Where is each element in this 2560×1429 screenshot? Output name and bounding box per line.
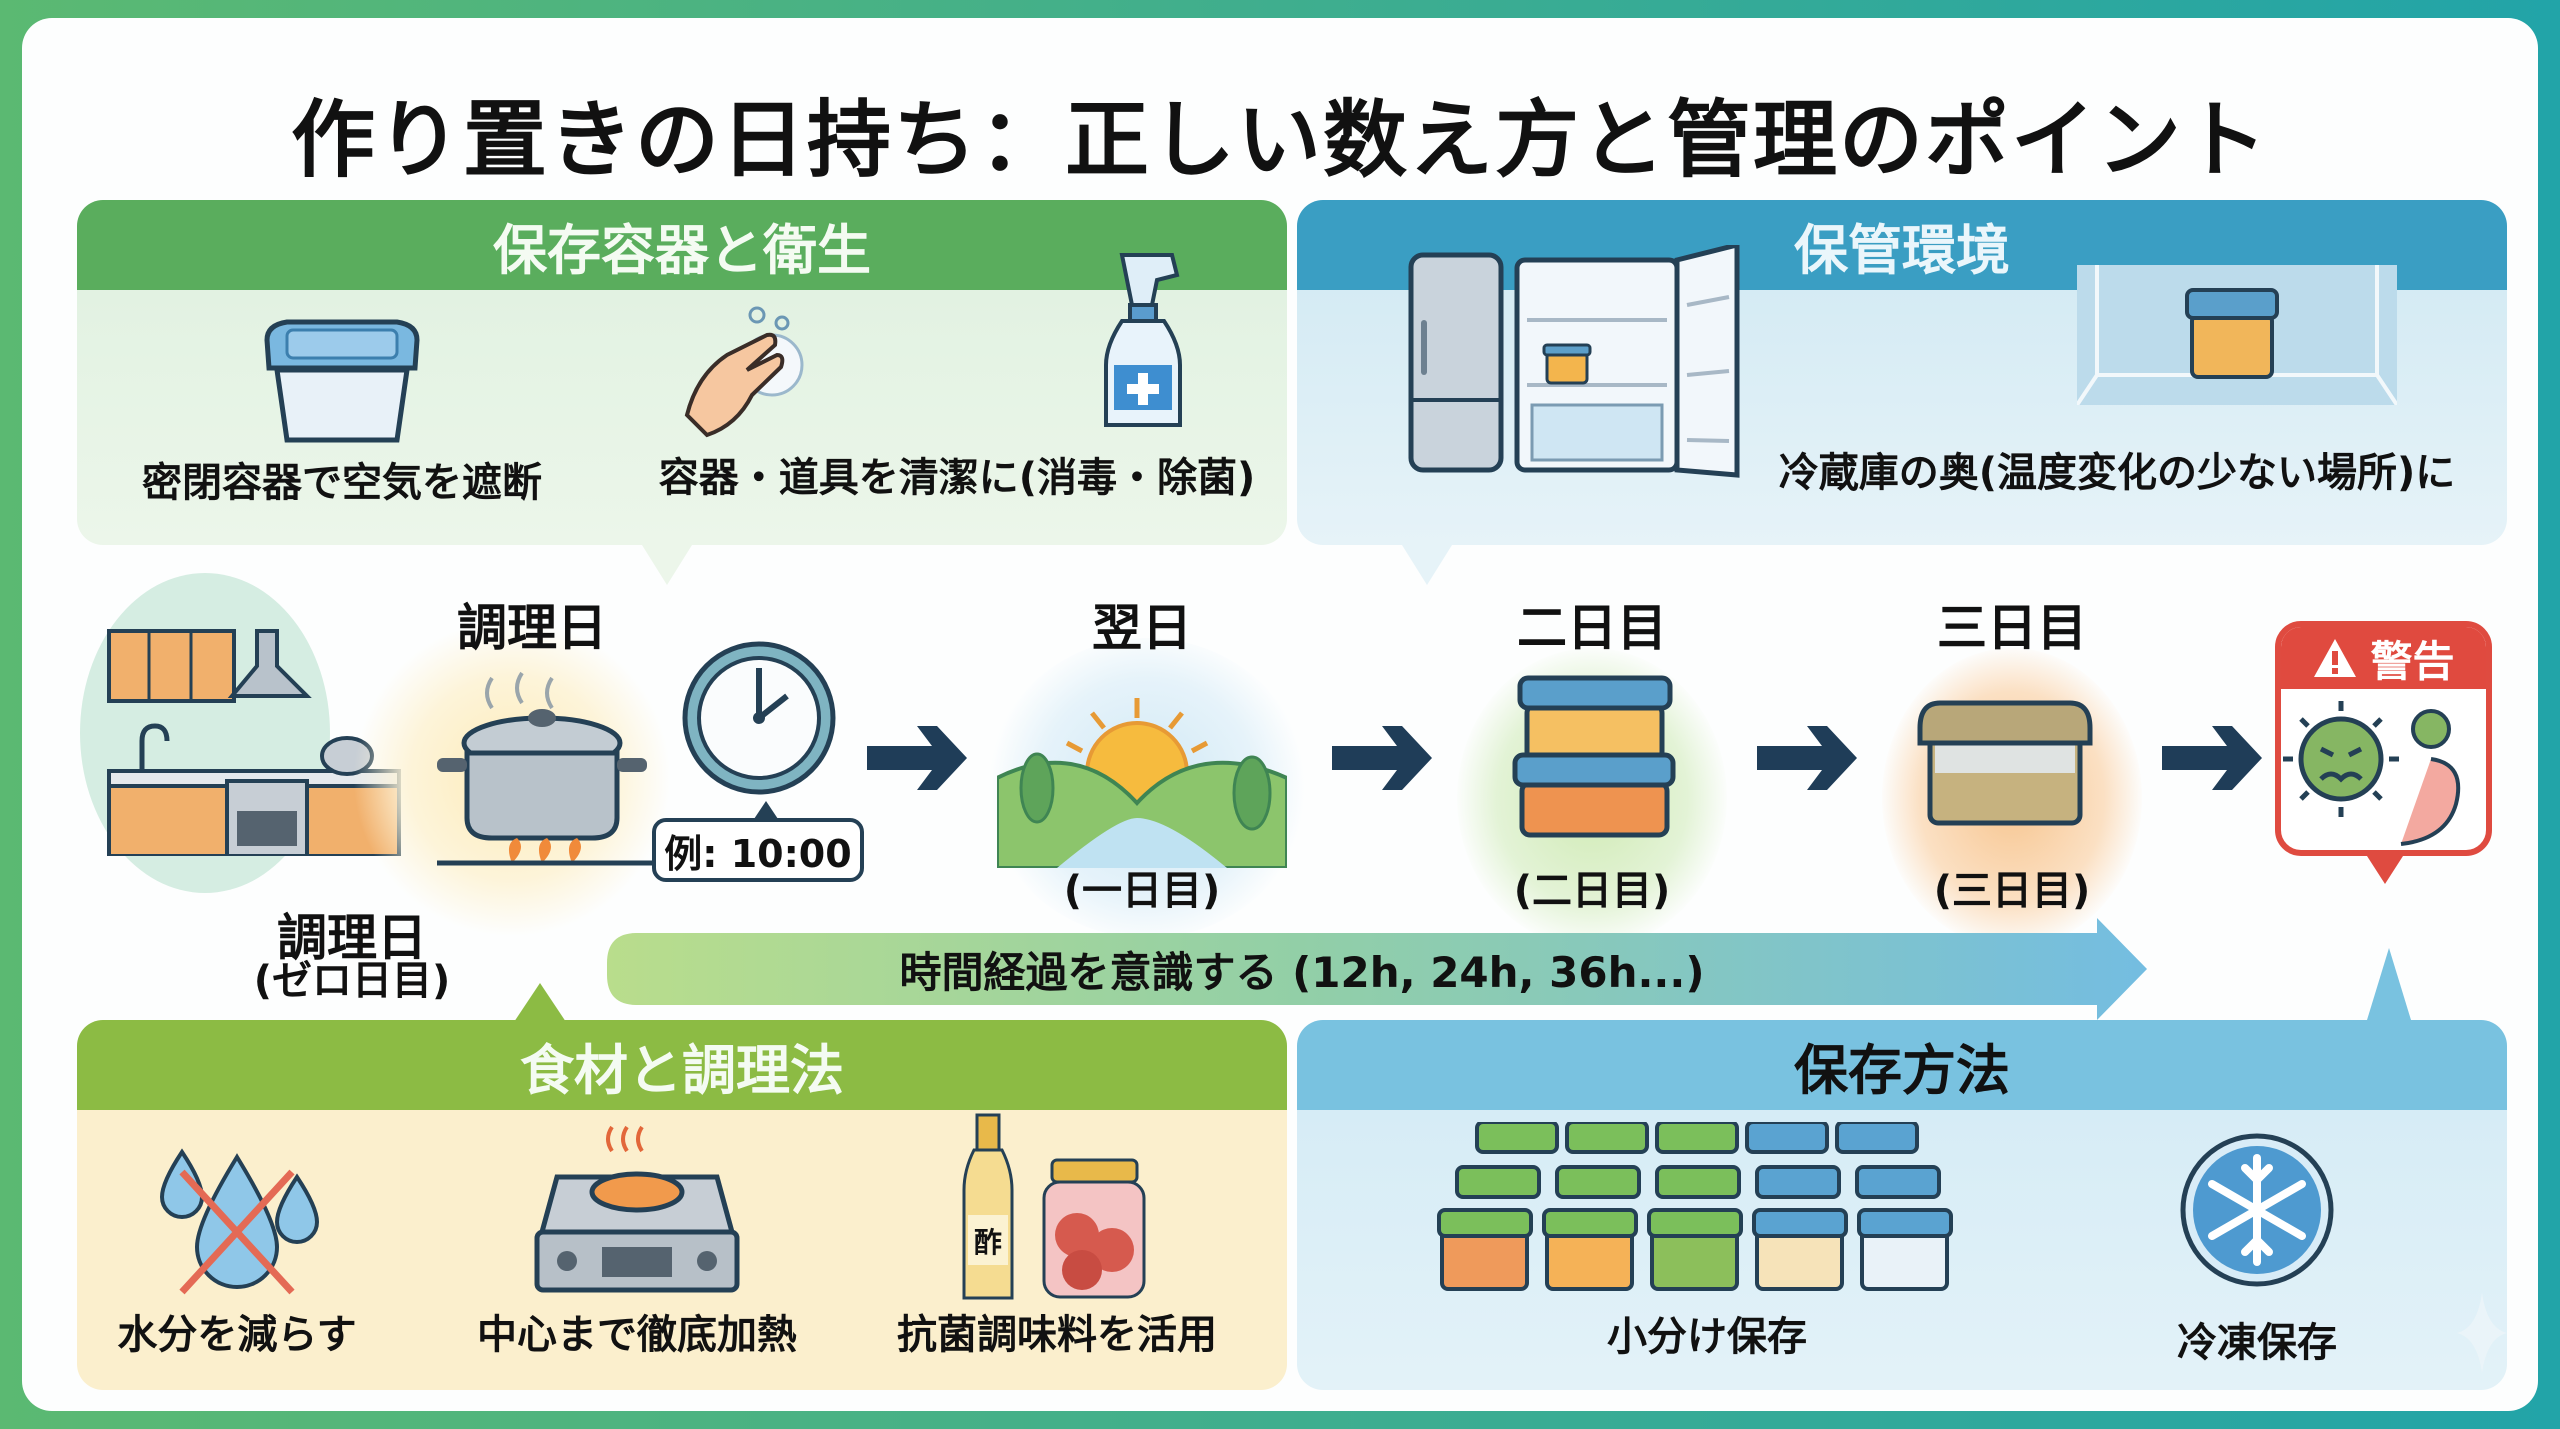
hygiene-pointer [642,545,692,585]
item-airtight-container: 密閉容器で空気を遮断 [127,310,557,508]
panel-hygiene: 保存容器と衛生 密閉容器で空気を遮断 容器・道具を清潔に(消毒 [77,200,1287,545]
panel-storage: 保存方法 小分け保存 [1297,1020,2507,1390]
item-fridge-back: 冷蔵庫の奥(温度変化の少ない場所)に [1757,440,2477,498]
container-in-fridge-back-icon [2077,265,2397,405]
arrow-right-icon [867,726,967,790]
stacked-containers-icon [1512,675,1676,838]
food-pointer [512,983,568,1025]
infographic-card: 作り置きの日持ち：正しい数え方と管理のポイント 保存容器と衛生 密閉容器で空気を… [22,18,2538,1411]
label-fridge-back: 冷蔵庫の奥(温度変化の少ない場所)に [1778,450,2456,496]
panel-food: 食材と調理法 水分を減らす [77,1020,1287,1390]
label-portioned: 小分け保存 [1607,1314,1807,1360]
day-label-cooking: 調理日 [457,599,607,657]
storage-pointer [2367,948,2411,1020]
time-badge-pointer [754,801,778,819]
item-clean-tools: 容器・道具を清潔に(消毒・除菌) [637,445,1277,503]
arrow-right-icon [2162,726,2262,790]
warning-triangle-icon [2314,639,2357,677]
label-antibacterial: 抗菌調味料を活用 [897,1312,1217,1358]
day-label-next: 翌日 [1092,599,1192,657]
panel-environment: 保管環境 [1297,200,2507,545]
page-title: 作り置きの日持ち：正しい数え方と管理のポイント [290,91,2269,189]
bacteria-icon [2283,701,2461,846]
item-antibacterial-seasoning: 酢 抗菌調味料を活用 [877,1110,1237,1360]
time-example-badge: 例: 10:00 [652,818,864,882]
warning-label: 警告 [2370,636,2455,686]
day-label-day2: 二日目 [1517,599,1667,657]
warning-box: 警告 [2275,621,2492,856]
label-freezing: 冷凍保存 [2177,1320,2337,1366]
kitchen-icon [107,629,401,856]
upset-stomach-icon [2400,757,2461,846]
day-sub-day2: (二日目) [1513,868,1671,914]
arrow-right-icon [1332,726,1432,790]
airtight-container-icon [264,319,420,443]
sparkle-icon [2457,1293,2507,1373]
time-progress-arrow: 時間経過を意識する (12h, 24h, 36h...) [607,918,2147,1023]
cooking-pot-icon [437,671,652,866]
refrigerator-icon [1408,245,1740,478]
kitchen-day-label: 調理日 [277,909,427,967]
item-freezing: 冷凍保存 [2117,1130,2397,1368]
environment-pointer [1402,545,1452,585]
sunrise-icon [997,698,1287,868]
snowflake-icon [2180,1133,2334,1287]
clock-icon [682,641,836,795]
panel-food-title: 食材と調理法 [77,1020,1287,1110]
time-progress-text: 時間経過を意識する (12h, 24h, 36h...) [899,947,1705,997]
panel-storage-title: 保存方法 [1297,1020,2507,1110]
no-water-icon [159,1148,320,1295]
arrow-right-icon [1757,726,1857,790]
item-hand-washing [677,295,817,445]
portioned-containers-icon [1437,1122,1953,1291]
spoiling-container-icon [1917,700,2093,826]
item-disinfectant [1077,235,1207,435]
item-portioned-storage: 小分け保存 [1427,1122,1987,1362]
label-heat-thoroughly: 中心まで徹底加熱 [477,1312,797,1358]
day-label-day3: 三日目 [1937,599,2087,657]
label-clean-tools: 容器・道具を清潔に(消毒・除菌) [658,455,1256,501]
warning-pointer [2367,856,2403,884]
panel-hygiene-title: 保存容器と衛生 [77,200,1287,290]
disinfectant-spray-icon [1104,253,1182,427]
kitchen-day-sub: (ゼロ日目) [253,958,451,1004]
label-airtight: 密閉容器で空気を遮断 [142,460,542,506]
item-heat-thoroughly: 中心まで徹底加熱 [477,1122,797,1360]
hand-washing-icon [684,306,804,438]
label-reduce-water: 水分を減らす [117,1312,357,1358]
item-reduce-water: 水分を減らす [107,1132,367,1360]
day-sub-day3: (三日目) [1933,868,2091,914]
day-sub-next: (一日目) [1063,868,1221,914]
svg-text:酢: 酢 [974,1226,1002,1259]
vinegar-umeboshi-icon: 酢 [962,1113,1146,1300]
gas-stove-icon [534,1125,740,1293]
